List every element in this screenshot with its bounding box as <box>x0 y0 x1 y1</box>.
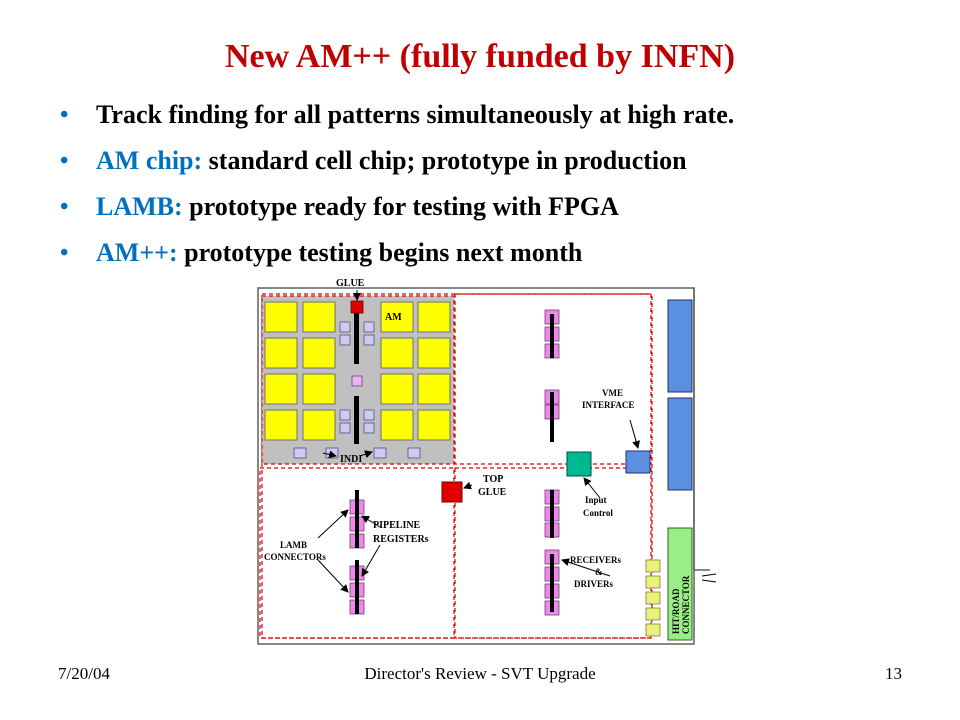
board-connector-edge <box>693 288 710 571</box>
bullet-text: prototype ready for testing with FPGA <box>182 192 619 221</box>
label-lamb-1: LAMB <box>280 540 307 550</box>
label-glue: GLUE <box>336 278 365 289</box>
top-glue-chip <box>441 481 463 503</box>
bullet-dot-icon: • <box>60 240 69 266</box>
vme-interface-chip <box>625 450 651 474</box>
label-lamb-2: CONNECTORs <box>264 552 326 562</box>
bullet-prefix: AM chip: <box>96 146 203 175</box>
label-am: AM <box>385 312 402 323</box>
label-top-glue-2: GLUE <box>478 487 507 498</box>
label-top-glue-1: TOP <box>483 474 503 485</box>
label-pipeline-1: PIPELINE <box>373 520 421 531</box>
lamb-connector-strips <box>354 312 359 444</box>
label-hitroad-2: CONNECTOR <box>681 575 691 634</box>
bullet-prefix: LAMB: <box>96 192 183 221</box>
label-receivers-1: RECEIVERs <box>570 555 622 565</box>
vme-connector-lower <box>667 397 693 491</box>
bullet-item: • LAMB: prototype ready for testing with… <box>60 187 734 233</box>
label-hitroad-1: HIT/ROAD <box>671 588 681 634</box>
footer-title: Director's Review - SVT Upgrade <box>364 664 596 683</box>
hit-road-connector <box>667 527 693 641</box>
lamb-center-chip <box>351 375 363 387</box>
label-indi: INDI <box>340 454 362 465</box>
region-outline <box>454 467 652 639</box>
bullet-dot-icon: • <box>60 148 69 174</box>
receiver-boxes <box>645 559 661 637</box>
vme-connector-upper <box>667 299 693 393</box>
bullet-text: standard cell chip; prototype in product… <box>202 146 687 175</box>
label-vme-2: INTERFACE <box>582 400 634 410</box>
input-control-chip <box>566 451 592 477</box>
bullet-item: • AM++: prototype testing begins next mo… <box>60 233 734 279</box>
label-receivers-2: & <box>595 567 603 577</box>
bullet-item: • AM chip: standard cell chip; prototype… <box>60 141 734 187</box>
footer-page-number: 13 <box>885 664 902 683</box>
bullet-item: • Track finding for all patterns simulta… <box>60 95 734 141</box>
glue-chip <box>350 300 364 314</box>
bullet-text: Track finding for all patterns simultane… <box>96 100 735 129</box>
label-input-2: Control <box>583 508 613 518</box>
region-outline <box>261 293 653 639</box>
label-vme-1: VME <box>602 388 623 398</box>
label-receivers-3: DRIVERs <box>574 579 614 589</box>
am-board-diagram: GLUE AM INDI VME INTERFACE TOP GLUE Inpu… <box>257 278 717 645</box>
bullet-text: prototype testing begins next month <box>177 238 583 267</box>
diagram-arrows <box>317 290 717 593</box>
label-pipeline-2: REGISTERs <box>373 534 429 545</box>
footer-date: 7/20/04 <box>58 664 110 683</box>
am-chip-grid <box>264 301 451 441</box>
label-input-1: Input <box>585 495 607 505</box>
slide-title: New AM++ (fully funded by INFN) <box>224 38 736 75</box>
bullet-list: • Track finding for all patterns simulta… <box>60 95 734 279</box>
pipeline-register-strips <box>355 314 554 614</box>
bullet-dot-icon: • <box>60 194 69 220</box>
region-outline <box>454 293 652 465</box>
bullet-dot-icon: • <box>60 102 69 128</box>
bullet-prefix: AM++: <box>96 238 178 267</box>
